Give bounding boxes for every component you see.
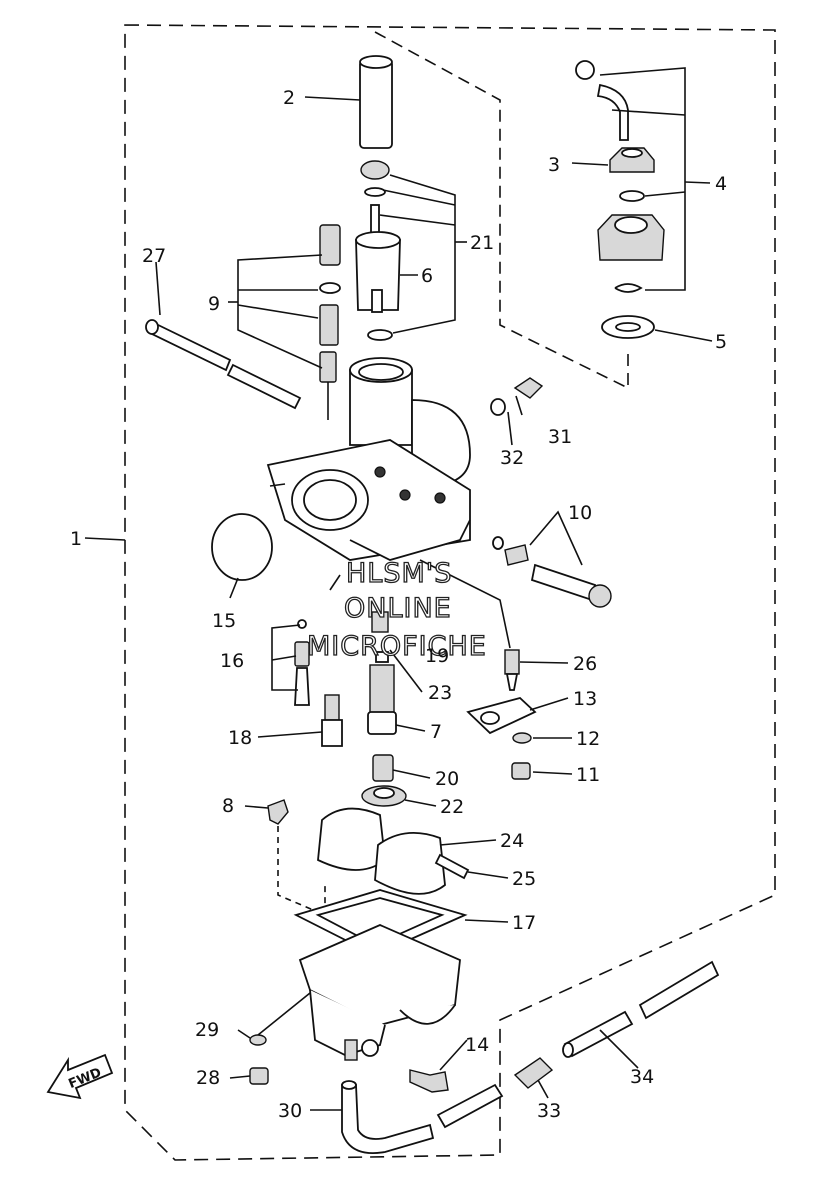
part-31-screw	[513, 377, 544, 399]
callout-32: 32	[500, 447, 524, 469]
fwd-direction-arrow: FWD	[46, 1053, 114, 1100]
callout-25: 25	[512, 868, 536, 890]
part-33-hose-fitting	[513, 1057, 554, 1089]
part-10-stop-screw	[492, 536, 612, 608]
callout-18: 18	[228, 727, 252, 749]
callout-12: 12	[576, 728, 600, 750]
part-21-needle-clip-set	[360, 160, 393, 341]
callout-27: 27	[142, 245, 166, 267]
part-19-needle-jet	[371, 611, 389, 633]
leader-lines	[84, 67, 713, 1111]
part-26-air-jet	[504, 649, 520, 691]
callout-31: 31	[548, 426, 572, 448]
callout-3: 3	[548, 154, 560, 176]
part-12-washer	[512, 732, 532, 744]
callout-21: 21	[470, 232, 494, 254]
callout-30: 30	[278, 1100, 302, 1122]
callout-16: 16	[220, 650, 244, 672]
callout-23: 23	[428, 682, 452, 704]
callout-11: 11	[576, 764, 600, 786]
part-2-cable-sleeve	[359, 55, 393, 149]
callout-22: 22	[440, 796, 464, 818]
part-23-main-jet-holder	[375, 651, 389, 663]
callout-29: 29	[195, 1019, 219, 1041]
callout-15: 15	[212, 610, 236, 632]
callout-9: 9	[208, 293, 220, 315]
callout-8: 8	[222, 795, 234, 817]
callout-5: 5	[715, 331, 727, 353]
part-28-plug	[249, 1067, 269, 1085]
callout-1: 1	[70, 528, 82, 550]
part-16-pilot-jet-set	[294, 619, 310, 706]
callout-19: 19	[425, 645, 449, 667]
part-6-throttle-valve	[355, 231, 401, 313]
part-29-washer	[249, 1034, 267, 1046]
watermark-line-1: HLSM'S	[346, 558, 452, 589]
top-cap-dashed-outline	[374, 31, 629, 390]
carburetor-main-body	[266, 357, 471, 561]
part-22-washer	[361, 785, 407, 807]
part-15-o-ring	[211, 513, 273, 581]
callout-24: 24	[500, 830, 524, 852]
part-9-screw-set	[319, 224, 341, 420]
part-14-drain-screw	[409, 1069, 449, 1093]
callout-6: 6	[421, 265, 433, 287]
part-25-float-pin	[434, 853, 470, 880]
callout-13: 13	[573, 688, 597, 710]
part-5-washer	[601, 315, 655, 339]
callout-28: 28	[196, 1067, 220, 1089]
callout-7: 7	[430, 721, 442, 743]
part-24-float	[317, 807, 446, 895]
part-32-washer	[490, 398, 506, 416]
callout-4: 4	[715, 173, 727, 195]
part-20-main-jet	[372, 754, 394, 782]
part-13-gasket	[466, 697, 537, 735]
callout-20: 20	[435, 768, 459, 790]
watermark: HLSM'S ONLINE MICROFICHE	[306, 557, 487, 662]
callout-14: 14	[465, 1034, 489, 1056]
callout-33: 33	[537, 1100, 561, 1122]
part-3-cap-nut	[609, 147, 655, 173]
part-11-screw	[511, 762, 531, 780]
callout-17: 17	[512, 912, 536, 934]
callout-26: 26	[573, 653, 597, 675]
callout-2: 2	[283, 87, 295, 109]
part-8-screw	[267, 799, 326, 917]
part-18-starter-jet	[321, 694, 343, 747]
callout-34: 34	[630, 1066, 654, 1088]
watermark-line-3: MICROFICHE	[307, 631, 487, 662]
float-bowl	[298, 924, 461, 1061]
part-27-vent-hose	[145, 319, 302, 410]
part-7-needle-jet-tube	[367, 664, 397, 735]
callout-10: 10	[568, 502, 592, 524]
part-4-top-cap-assembly	[575, 60, 665, 293]
watermark-line-2: ONLINE	[344, 593, 452, 624]
callout-numbers: 2 3 4 5 21 6 27 9 31 32 10 1 15 16 19 26…	[70, 87, 727, 1122]
assembly-boundary-dashed	[124, 24, 776, 1161]
part-30-drain-hose	[341, 1080, 504, 1154]
part-34-overflow-hose	[562, 960, 720, 1058]
